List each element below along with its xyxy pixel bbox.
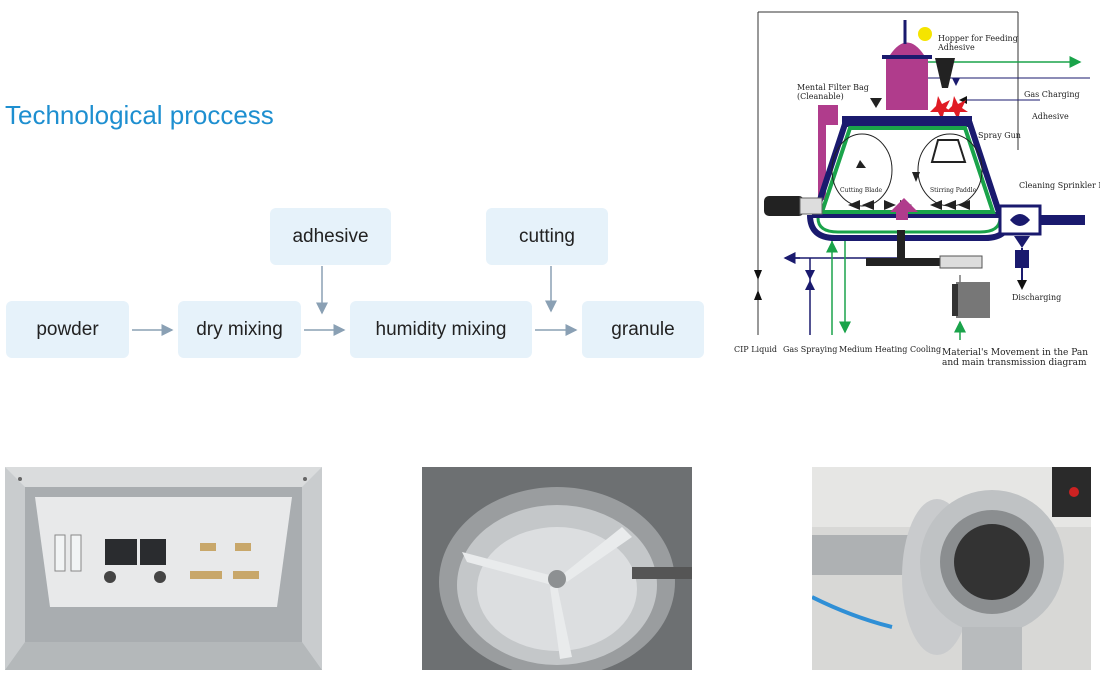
label-hopper-2: Adhesive — [937, 43, 975, 52]
diagram-caption-1: Material's Movement in the Pan — [942, 348, 1088, 358]
photo-mixing-pan — [422, 467, 692, 670]
label-medium: Medium Heating Cooling — [839, 345, 941, 354]
label-filter-bag-2: (Cleanable) — [797, 92, 844, 101]
flow-label: adhesive — [292, 225, 369, 247]
flow-label: granule — [611, 318, 675, 340]
page-title: Technological proccess — [5, 100, 274, 130]
label-cip: CIP Liquid — [734, 345, 777, 354]
flow-label: dry mixing — [196, 318, 283, 340]
flow-box-cutting: cutting — [486, 208, 608, 265]
diagram-caption-2: and main transmission diagram — [942, 358, 1087, 368]
label-hopper: Hopper for Feeding — [938, 34, 1018, 43]
label-gas-spraying: Gas Spraying — [783, 345, 837, 354]
flow-box-granule: granule — [582, 301, 704, 358]
label-gas-charging: Gas Charging — [1024, 90, 1080, 99]
flow-box-adhesive: adhesive — [270, 208, 391, 265]
label-discharging: Discharging — [1012, 293, 1061, 302]
flow-box-powder: powder — [6, 301, 129, 358]
flow-label: cutting — [519, 225, 575, 247]
photo-discharge-valve — [812, 467, 1091, 670]
label-cutting-blade: Cutting Blade — [840, 187, 883, 194]
label-cleaning-head: Cleaning Sprinkler Head — [1019, 181, 1100, 190]
label-filter-bag: Mental Filter Bag — [797, 83, 869, 92]
flow-label: powder — [36, 318, 99, 340]
label-stirring-paddle: Stirring Paddle — [930, 187, 977, 194]
photo-control-panel — [5, 467, 322, 670]
label-adhesive: Adhesive — [1031, 112, 1069, 121]
flow-box-humidity-mixing: humidity mixing — [350, 301, 532, 358]
flow-box-dry-mixing: dry mixing — [178, 301, 301, 358]
flow-label: humidity mixing — [375, 318, 507, 340]
label-spray-gun: Spray Gun — [978, 131, 1021, 140]
